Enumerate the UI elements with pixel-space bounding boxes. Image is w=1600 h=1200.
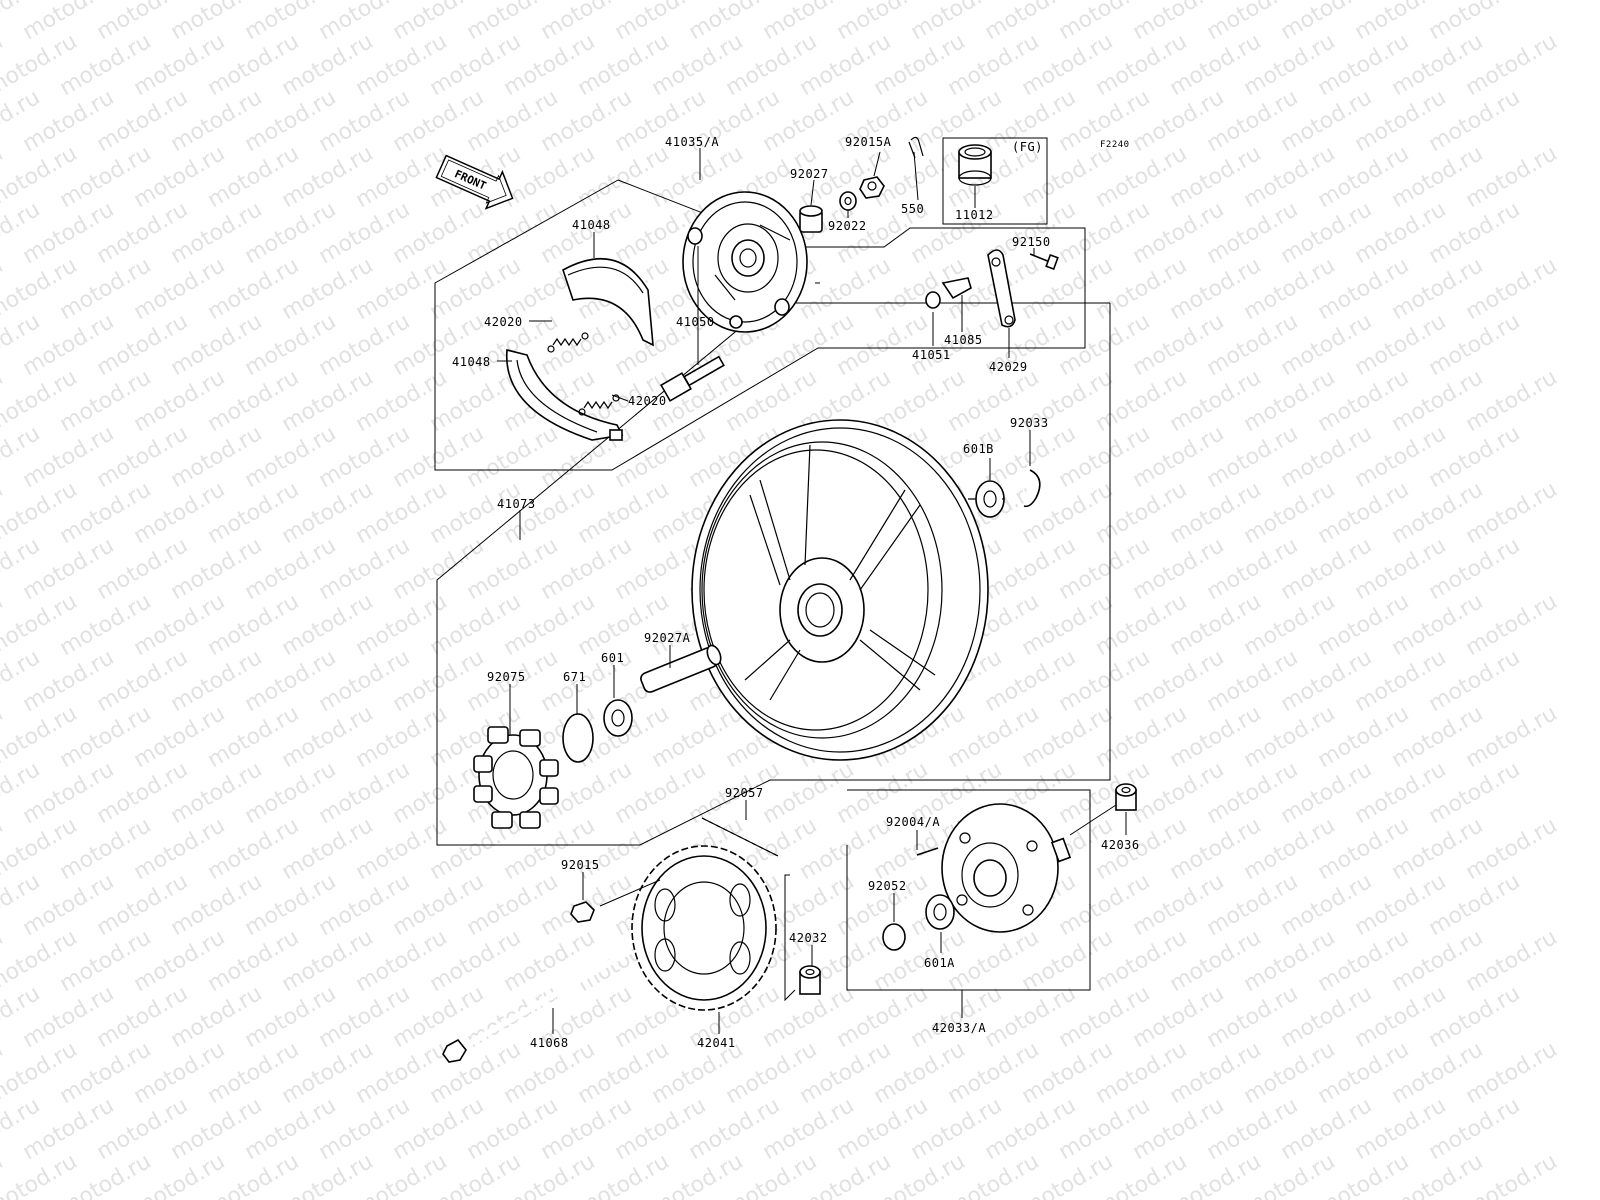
- bearing-icon: [603, 699, 633, 737]
- collar-icon: [1115, 783, 1137, 811]
- collar-icon: [882, 923, 906, 951]
- part-label[interactable]: 42020: [484, 315, 523, 329]
- part-label[interactable]: 601B: [963, 442, 994, 456]
- sprocket-hub-icon: [941, 803, 1072, 933]
- part-label[interactable]: 41085: [944, 333, 983, 347]
- bearing-icon: [925, 894, 955, 930]
- part-label[interactable]: 92075: [487, 670, 526, 684]
- washer-icon: [839, 191, 857, 211]
- diagram-code: F2240: [1100, 140, 1130, 150]
- part-label[interactable]: 41073: [497, 497, 536, 511]
- part-label[interactable]: 42032: [789, 931, 828, 945]
- bushing-icon: [958, 144, 992, 186]
- part-label[interactable]: 41048: [572, 218, 611, 232]
- wear-indicator-icon: [941, 277, 972, 300]
- leader-lines: [497, 148, 1127, 1034]
- part-label[interactable]: 92033: [1010, 416, 1049, 430]
- sprocket-nut-icon: [570, 901, 595, 923]
- part-label[interactable]: 92015A: [845, 135, 892, 149]
- sprocket-group-frame: [784, 874, 796, 1002]
- part-label[interactable]: 41048: [452, 355, 491, 369]
- part-label[interactable]: 42033/A: [932, 1021, 986, 1035]
- fg-inset-frame: [942, 137, 1048, 225]
- part-label[interactable]: 41068: [530, 1036, 569, 1050]
- sprocket-icon: [631, 845, 777, 1011]
- oring-large-icon: [562, 713, 594, 763]
- group-frames: [434, 137, 1111, 1002]
- part-label[interactable]: 92004/A: [886, 815, 940, 829]
- part-label[interactable]: 601: [601, 651, 624, 665]
- part-label[interactable]: 11012: [955, 208, 994, 222]
- wheel-group-frame: [436, 302, 1111, 846]
- nut-icon: [859, 176, 885, 199]
- inset-label: (FG): [1012, 140, 1043, 154]
- stud-icon: [916, 847, 939, 856]
- part-label[interactable]: 601A: [924, 956, 955, 970]
- part-label[interactable]: 42036: [1101, 838, 1140, 852]
- part-label[interactable]: 41051: [912, 348, 951, 362]
- hub-group-frame: [846, 789, 1091, 991]
- part-label[interactable]: 41050: [676, 315, 715, 329]
- part-label[interactable]: 550: [901, 202, 924, 216]
- part-label[interactable]: 92015: [561, 858, 600, 872]
- part-label[interactable]: 92150: [1012, 235, 1051, 249]
- part-label[interactable]: 42029: [989, 360, 1028, 374]
- chain-link-icon: [701, 817, 779, 857]
- brake-panel-icon: [682, 191, 808, 333]
- collar-icon: [799, 205, 823, 233]
- part-label[interactable]: 42041: [697, 1036, 736, 1050]
- axle-icon: [442, 947, 634, 1063]
- wheel-rim-icon: [691, 419, 989, 761]
- circlip-icon: [1023, 469, 1041, 508]
- part-label[interactable]: 92022: [828, 219, 867, 233]
- spring-icon: [547, 332, 620, 416]
- brake-lever-icon: [987, 249, 1016, 328]
- part-label[interactable]: 41035/A: [665, 135, 719, 149]
- oring-icon: [925, 291, 941, 309]
- bearing-icon: [968, 480, 1005, 518]
- part-label[interactable]: 92027: [790, 167, 829, 181]
- brake-cam-icon: [660, 355, 725, 402]
- axle-sleeve-icon: [640, 644, 722, 693]
- brake-group-frame: [434, 179, 1086, 471]
- part-label[interactable]: 92027A: [644, 631, 691, 645]
- bolt-icon: [1029, 253, 1059, 271]
- part-labels: F2240 (FG) 41035/A 92027 92015A 550 1101…: [452, 135, 1140, 1050]
- collar-icon: [799, 965, 821, 995]
- part-label[interactable]: 42020: [628, 394, 667, 408]
- front-arrow-icon: FRONT: [435, 154, 514, 210]
- brake-shoe-icon: [505, 257, 654, 441]
- part-label[interactable]: 92057: [725, 786, 764, 800]
- hub-damper-icon: [473, 726, 559, 829]
- part-label[interactable]: 92052: [868, 879, 907, 893]
- part-label[interactable]: 671: [563, 670, 586, 684]
